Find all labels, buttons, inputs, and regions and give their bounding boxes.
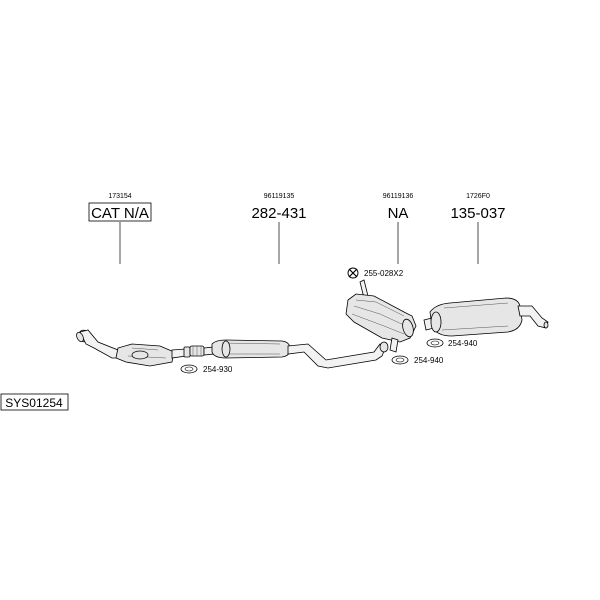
fitting-gasket-254-940-centre[interactable]: 254-940	[391, 355, 444, 365]
fitting-gasket-254-930[interactable]: 254-930	[180, 364, 233, 374]
part-number: NA	[388, 205, 409, 222]
part-number: 282-431	[251, 205, 306, 222]
part-ref: 1726F0	[466, 193, 490, 200]
centre-silencer-drawing[interactable]	[345, 279, 417, 353]
part-callout-front-pipe[interactable]: 96119135 282-431	[251, 193, 307, 264]
gasket-icon	[426, 338, 444, 348]
part-number: CAT N/A	[91, 205, 149, 222]
part-callout-rear-silencer[interactable]: 1726F0 135-037	[450, 193, 506, 264]
fitting-rubber-mount-255-028X2[interactable]: 255-028X2	[347, 267, 404, 279]
fitting-label: 254-930	[203, 365, 233, 374]
front-pipe-drawing[interactable]	[189, 339, 389, 369]
rear-silencer-drawing[interactable]	[423, 297, 549, 337]
gasket-icon	[180, 364, 198, 374]
fitting-gasket-254-940-rear[interactable]: 254-940	[426, 338, 478, 348]
part-number: 135-037	[450, 205, 505, 222]
part-callout-centre-silencer[interactable]: 96119136 NA	[383, 193, 414, 264]
part-ref: 96119135	[264, 193, 295, 200]
part-ref: 96119136	[383, 193, 414, 200]
fitting-label: 254-940	[448, 339, 478, 348]
part-ref: 173154	[108, 193, 131, 200]
catalytic-converter-drawing[interactable]	[75, 328, 191, 367]
part-number-box	[88, 202, 152, 222]
system-code: SYS01254	[5, 396, 63, 410]
part-callout-catalyst[interactable]: 173154 CAT N/A	[88, 193, 152, 264]
fitting-label: 254-940	[414, 356, 444, 365]
rubber-mount-icon	[347, 267, 359, 279]
system-code-label: SYS01254	[0, 393, 69, 411]
fitting-label: 255-028X2	[364, 269, 404, 278]
gasket-icon	[391, 355, 409, 365]
